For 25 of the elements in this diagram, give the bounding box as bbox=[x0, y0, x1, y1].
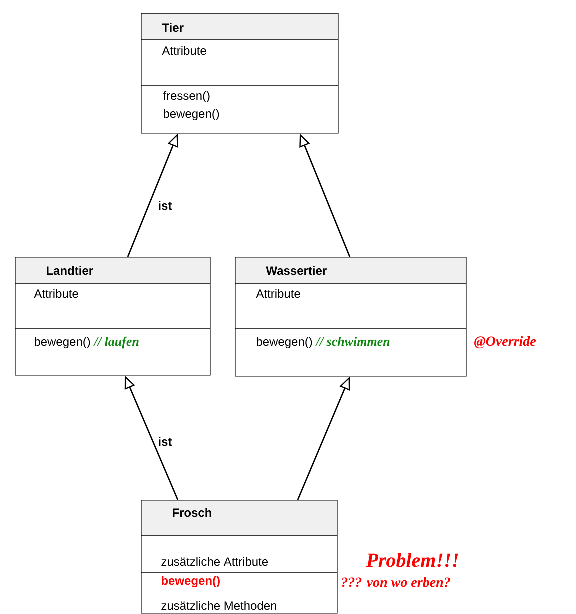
class-box bbox=[140, 500, 458, 614]
class-name: Wassertier bbox=[266, 266, 327, 276]
member-text: Attribute bbox=[256, 289, 300, 298]
problem-note: Problem!!! bbox=[366, 553, 458, 568]
class-box bbox=[234, 257, 536, 377]
class-box bbox=[14, 257, 211, 376]
code-comment: // laufen bbox=[94, 336, 139, 349]
class-name: Frosch bbox=[173, 508, 212, 518]
member-text: zusätzliche Attribute bbox=[162, 557, 268, 566]
member-text: Attribute bbox=[34, 289, 78, 298]
member-text: zusätzliche Methoden bbox=[162, 601, 276, 610]
code-comment: // schwimmen bbox=[316, 337, 390, 346]
member-text: fressen() bbox=[163, 91, 210, 102]
edge-label: ist bbox=[159, 201, 172, 210]
question-note: ??? von wo erben? bbox=[342, 577, 450, 588]
member-text: Attribute bbox=[162, 46, 206, 56]
class-box bbox=[140, 13, 339, 134]
annotation: @Override bbox=[474, 336, 536, 349]
member-text: bewegen() bbox=[34, 337, 90, 348]
method-text: bewegen() bbox=[162, 576, 220, 588]
edge-label: ist bbox=[159, 437, 172, 446]
member-text: bewegen() bbox=[256, 337, 312, 348]
class-name: Landtier bbox=[47, 266, 94, 276]
member-text: bewegen() bbox=[164, 109, 220, 120]
class-name: Tier bbox=[162, 23, 184, 32]
